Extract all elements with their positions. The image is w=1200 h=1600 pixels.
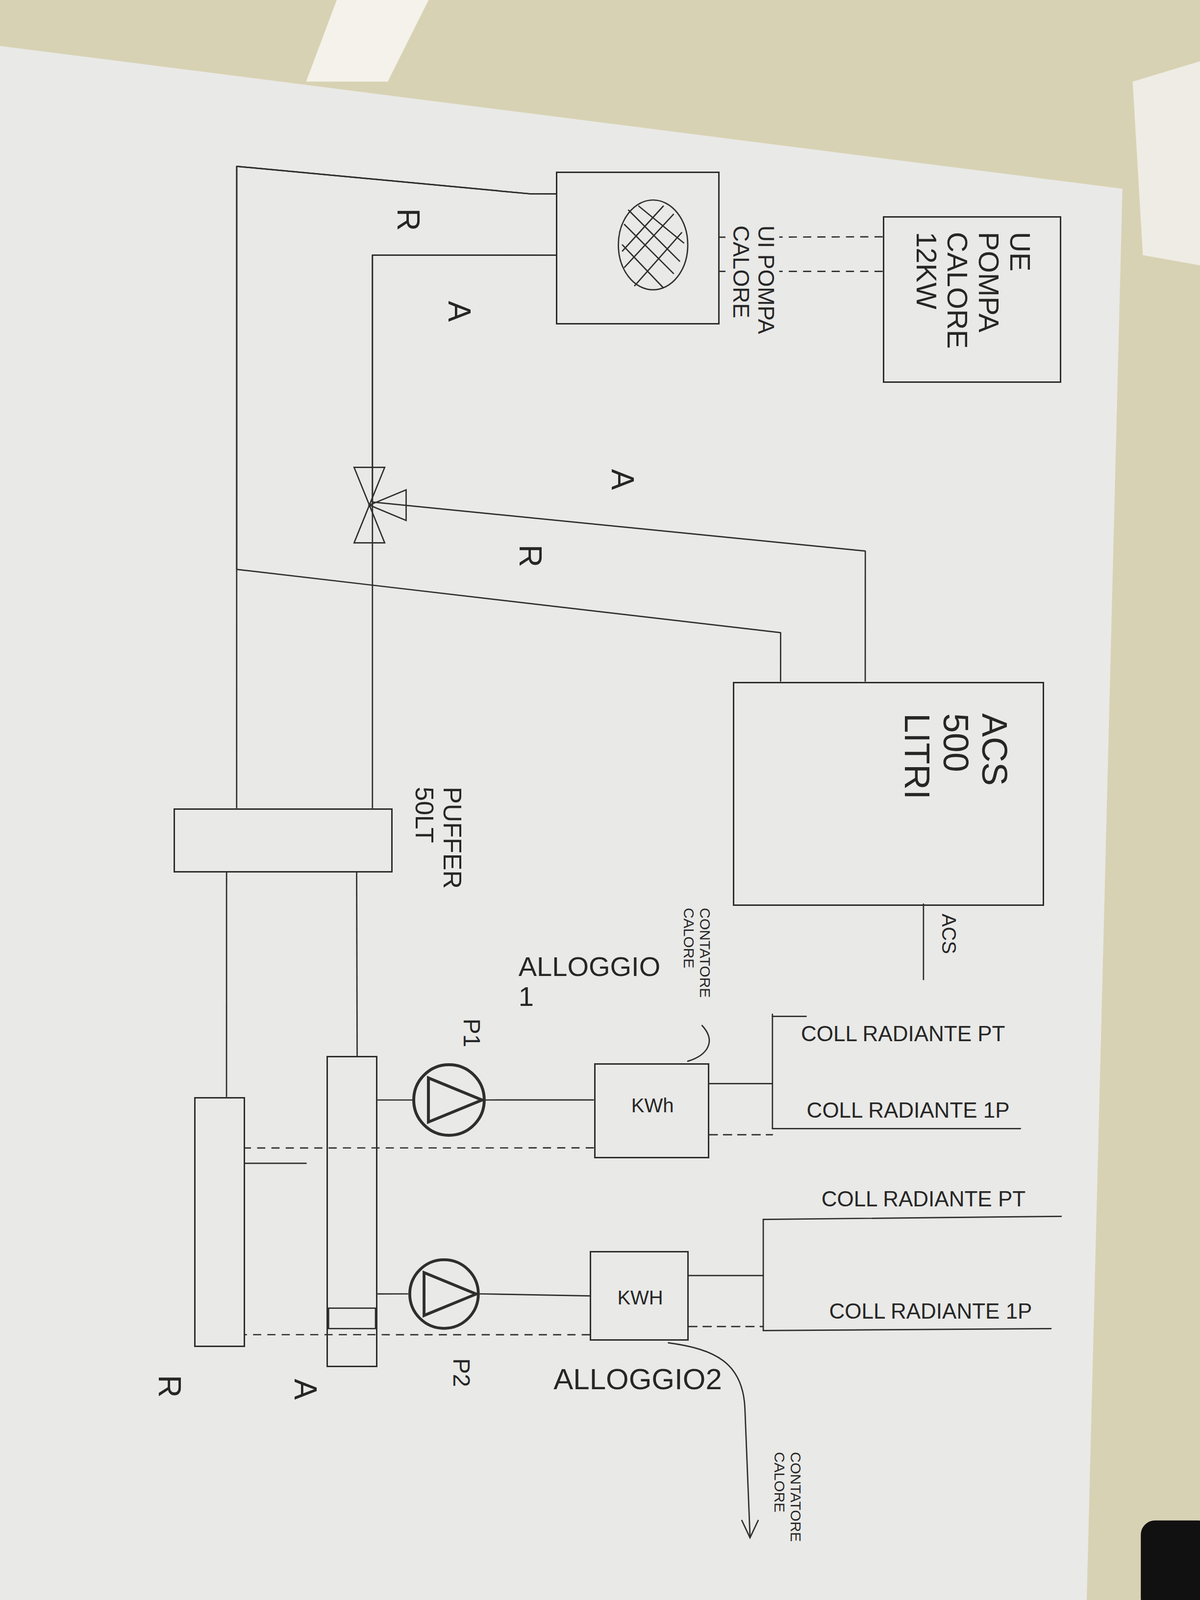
valve-symbol [353,467,385,505]
pipe [377,1293,408,1295]
node-text: A [288,1378,323,1400]
node-text: P1 [458,1018,485,1048]
manifold-bracket [762,1219,765,1331]
desk-object [1132,61,1200,266]
manifold-label: COLL RADIANTE PT [800,1021,1005,1046]
pipe [372,254,866,682]
pipe-label: A [604,467,641,493]
return-pipe [709,1133,773,1136]
pipe [355,872,358,1057]
tick-line [245,1162,307,1165]
glare [305,0,429,82]
leader-arrow [687,1025,710,1062]
pipe-label: ACS [938,913,960,954]
pipe [485,1099,595,1101]
node-text: PUFFER 50LT [409,784,468,902]
return-pipe [688,1325,764,1328]
heat-meter: KWh [594,1063,710,1159]
sketch-lines [245,200,1062,1538]
pump-circle [413,1064,485,1136]
callout-note: CONTATORE CALORE [680,907,714,1021]
pipe [236,166,557,808]
return-manifold: R [194,1097,246,1348]
dhw-tank: ACS 500 LITRI [732,681,1045,907]
manifold-cap [328,1308,376,1329]
manifold-bracket [763,1216,1062,1220]
manifold-bracket [772,1127,1021,1130]
phone-edge [1140,1520,1200,1600]
paper-sheet [0,46,1123,1600]
manifold-bracket [763,1328,1051,1331]
pump-outline [412,1063,486,1137]
manifold-label: COLL RADIANTE 1P [806,1098,1010,1123]
pipe [372,254,557,808]
pump-triangle [424,1272,476,1316]
node-text: KWh [631,1094,675,1117]
node-text: UI POMPA CALORE [727,223,780,341]
dashed-pipe [245,1333,591,1336]
fan-scribble [618,200,688,290]
dashed-pipe [245,1147,595,1149]
indoor-unit: UI POMPA CALORE [555,171,720,325]
water-pipe [923,903,925,980]
callout-note: CONTATORE CALORE [771,1451,804,1565]
pump: P2 [408,1258,480,1330]
outdoor-unit: UE POMPA CALORE 12KW [882,216,1062,383]
node-text: ACS 500 LITRI [897,713,1015,841]
manifold-bracket [772,1015,807,1018]
node-text: UE POMPA CALORE 12KW [910,231,1036,370]
supply-manifold: A [326,1055,378,1368]
pump: P1 [412,1063,486,1137]
pump-circle [409,1259,479,1329]
pump-outline [408,1258,480,1330]
node-text: R [152,1375,187,1398]
arrow-head [741,1520,758,1538]
zone-label: ALLOGGIO 1 [518,951,676,1012]
node-text: KWH [617,1286,663,1309]
manifold-label: COLL RADIANTE PT [821,1187,1026,1211]
pump-triangle [428,1077,482,1123]
manifold-bracket [771,1014,774,1129]
pipe [236,166,781,682]
node-text: P2 [448,1357,475,1387]
fan-hatch [622,205,684,288]
pipe [377,1099,413,1101]
supply-pipe [688,1275,764,1277]
supply-pipe [709,1082,773,1085]
zone-label: ALLOGGIO2 [553,1363,722,1396]
manifold-label: COLL RADIANTE 1P [828,1299,1032,1324]
pipe [225,872,228,1098]
buffer-tank: PUFFER 50LT [173,808,394,873]
pipe-label: R [512,542,549,570]
valve-symbol [353,504,385,543]
pipe [479,1293,590,1296]
pipe-label: R [389,205,426,233]
pipe-label: A [441,299,478,325]
heat-meter: KWH [589,1250,689,1341]
